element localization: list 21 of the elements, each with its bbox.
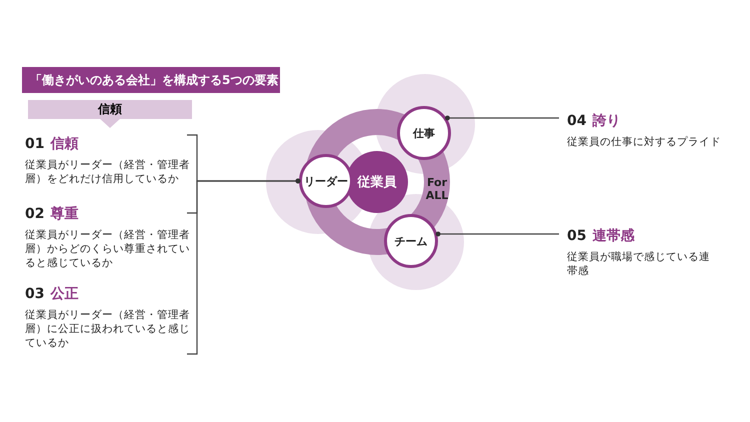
leader-line (436, 232, 559, 236)
description-text: 従業員の仕事に対するプライド (567, 135, 722, 149)
title-banner: 「働きがいのある会社」を構成する5つの要素 (22, 67, 280, 93)
item-number: 05 (567, 228, 586, 244)
item-number: 03 (25, 286, 44, 302)
item-number: 01 (25, 136, 44, 152)
description-text: 従業員がリーダー（経営・管理者層）に公正に扱われていると感じているか (25, 308, 191, 350)
leader-line (187, 178, 300, 355)
item-heading: 誇り (592, 113, 620, 129)
leader-line (445, 116, 559, 120)
description-text: 従業員が職場で感じている連帯感 (567, 250, 711, 278)
description-text: 従業員がリーダー（経営・管理者層）をどれだけ信用しているか (25, 158, 191, 186)
item-heading: 連帯感 (592, 228, 634, 244)
item-heading: 信頼 (50, 136, 78, 152)
item-heading: 尊重 (50, 206, 78, 222)
description-text: 従業員がリーダー（経営・管理者層）からどのくらい尊重されていると感じているか (25, 228, 191, 270)
ring-label: For ALL (425, 176, 449, 202)
category-tab: 信頼 (28, 100, 192, 128)
item-heading: 公正 (50, 286, 78, 302)
item-number: 02 (25, 206, 44, 222)
item-number: 04 (567, 113, 586, 129)
